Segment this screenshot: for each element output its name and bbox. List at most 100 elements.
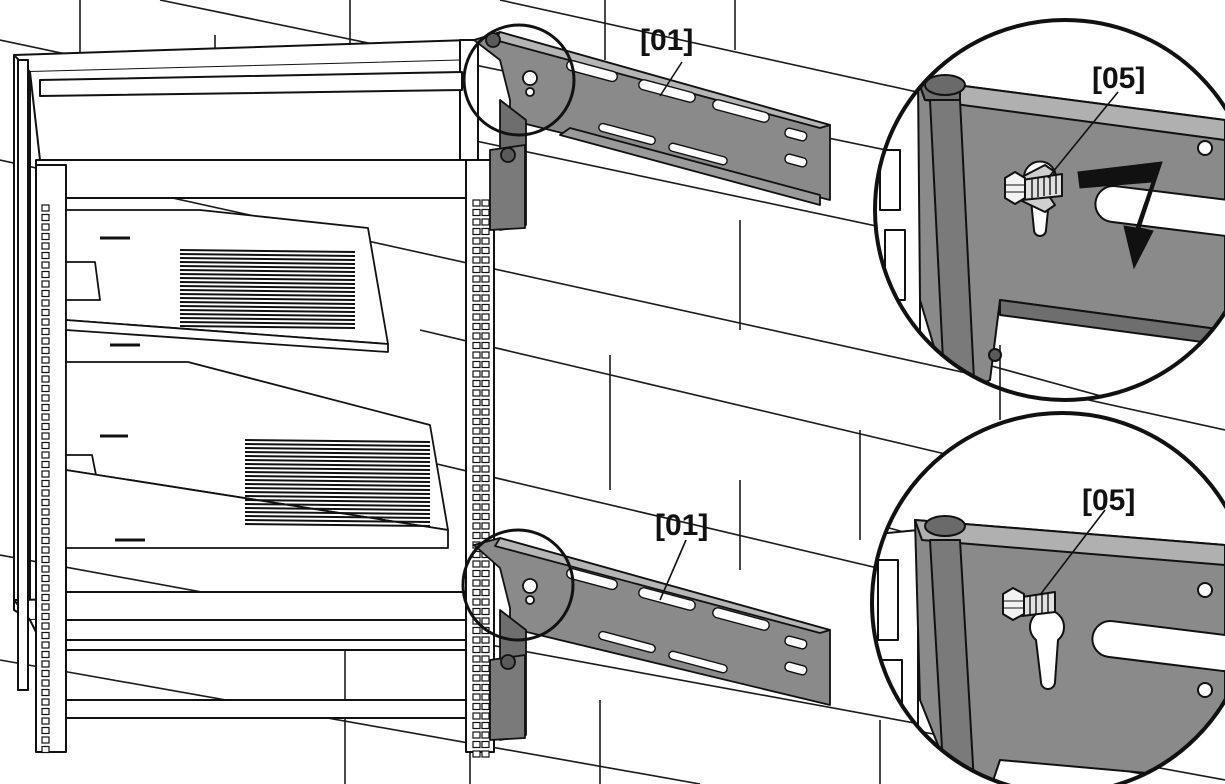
vent-slot — [244, 451, 431, 455]
rack-hole — [41, 698, 50, 706]
callout-fastener-top: [05] — [1092, 62, 1145, 95]
rack-hole — [41, 622, 50, 630]
vent-slot — [244, 503, 431, 507]
rack-hole — [481, 284, 490, 293]
rack-hole — [472, 474, 481, 483]
rack-hole — [481, 702, 490, 711]
rack-hole — [481, 598, 490, 606]
vent-slot — [244, 507, 431, 511]
rack-hole — [41, 536, 50, 545]
vent-slot — [179, 317, 356, 321]
rack-hole — [472, 712, 481, 720]
rack-hole — [472, 683, 481, 692]
rack-hole — [41, 498, 50, 507]
rack-hole — [472, 351, 481, 359]
rack-hole — [41, 308, 50, 317]
rack-hole — [41, 517, 50, 526]
leader-line-top-bracket — [659, 61, 683, 97]
rack-hole — [41, 470, 50, 478]
rack-hole — [41, 432, 50, 440]
vent-slot — [179, 269, 356, 273]
rack-hole — [472, 512, 481, 521]
rack-hole — [472, 465, 481, 473]
rack-hole — [472, 417, 481, 426]
rack-hole — [41, 508, 50, 516]
rack-hole — [472, 227, 481, 236]
vent-slot — [244, 475, 431, 479]
vent-slot — [244, 467, 431, 471]
rack-hole — [472, 389, 481, 397]
rack-hole — [472, 598, 481, 606]
rack-hole — [481, 417, 490, 426]
vent-slot — [179, 265, 356, 269]
rack-hole — [481, 313, 490, 321]
vent-slot — [244, 439, 431, 443]
rack-hole — [472, 303, 481, 312]
vent-slot — [179, 297, 356, 301]
rack-hole — [481, 465, 490, 473]
rack-hole — [41, 660, 50, 668]
vent-slot — [244, 463, 431, 467]
rack-hole — [481, 332, 490, 340]
rack-hole — [472, 427, 481, 435]
rack-hole — [472, 398, 481, 407]
vent-slot — [179, 325, 356, 329]
rack-hole — [41, 261, 50, 269]
rack-hole — [472, 436, 481, 445]
rack-hole — [41, 270, 50, 279]
vent-slot — [244, 471, 431, 475]
rack-hole — [472, 503, 481, 511]
vent-slot — [244, 499, 431, 503]
rack-hole — [41, 736, 50, 744]
vent-slot — [179, 289, 356, 293]
vent-slot — [244, 519, 431, 523]
rack-hole — [41, 299, 50, 307]
rack-hole — [41, 707, 50, 716]
vent-slot — [244, 487, 431, 491]
vent-slot — [179, 261, 356, 265]
rack-hole — [41, 213, 50, 222]
rack-hole — [41, 422, 50, 431]
rack-hole — [481, 721, 490, 730]
rack-hole — [481, 522, 490, 530]
rack-hole — [481, 645, 490, 654]
wall-bracket-top — [473, 31, 831, 231]
rack-hole — [481, 731, 490, 739]
detail-view-top: [05] — [873, 18, 1225, 402]
leader-line-bottom-bracket — [659, 539, 687, 601]
rack-hole — [472, 655, 481, 663]
rack-hole — [481, 199, 490, 207]
rack-hole — [472, 645, 481, 654]
rack-hole — [41, 527, 50, 535]
rack-hole — [41, 603, 50, 611]
rack-hole — [472, 322, 481, 331]
rack-hole — [481, 664, 490, 673]
rack-hole — [481, 237, 490, 245]
vent-slot — [179, 321, 356, 325]
rack-hole — [472, 360, 481, 369]
rack-hole — [472, 693, 481, 701]
rack-hole — [41, 679, 50, 687]
rack-hole — [481, 588, 490, 597]
rack-hole — [472, 579, 481, 587]
rack-hole — [481, 455, 490, 464]
rack-hole — [472, 199, 481, 207]
vent-slot — [244, 443, 431, 447]
rack-hole — [41, 327, 50, 336]
rack-hole — [472, 531, 481, 540]
rack-hole — [472, 493, 481, 502]
rack-hole — [481, 636, 490, 644]
rack-hole — [481, 322, 490, 331]
rack-hole — [472, 275, 481, 283]
rack-hole — [41, 232, 50, 241]
rack-hole — [472, 208, 481, 217]
rack-hole — [472, 284, 481, 293]
rack-hole — [41, 650, 50, 659]
rack-hole — [472, 237, 481, 245]
vent-slot — [244, 523, 431, 527]
rack-hole — [481, 474, 490, 483]
rack-hole — [41, 280, 50, 288]
rack-equipment-upper — [65, 209, 389, 353]
vent-slot — [179, 285, 356, 289]
rack-hole — [41, 384, 50, 393]
